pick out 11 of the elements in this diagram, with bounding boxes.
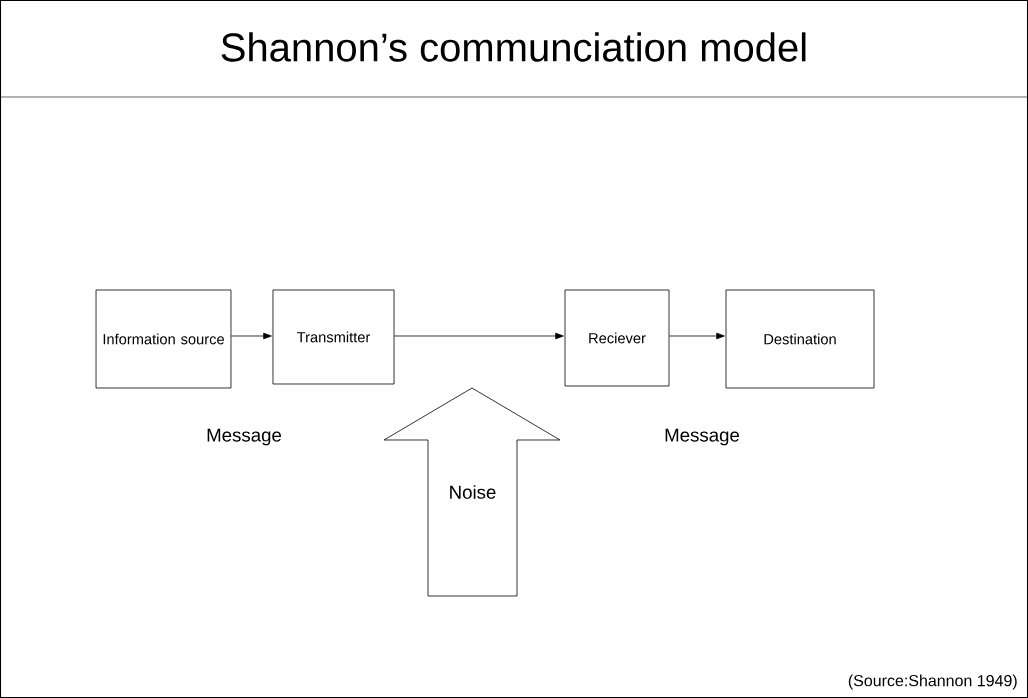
process-box: Destination: [725, 289, 875, 389]
process-box: Information source: [95, 289, 232, 389]
source-note: (Source:Shannon 1949): [848, 674, 1017, 690]
title: Shannon’s communciation model: [221, 32, 806, 62]
process-box: Reciever: [564, 289, 670, 387]
message-label: Message: [665, 428, 740, 446]
arrow: [230, 332, 272, 340]
process-box: Transmitter: [272, 289, 395, 385]
arrow: [394, 332, 564, 340]
arrow: [669, 332, 725, 340]
message-label: Message: [207, 428, 282, 446]
